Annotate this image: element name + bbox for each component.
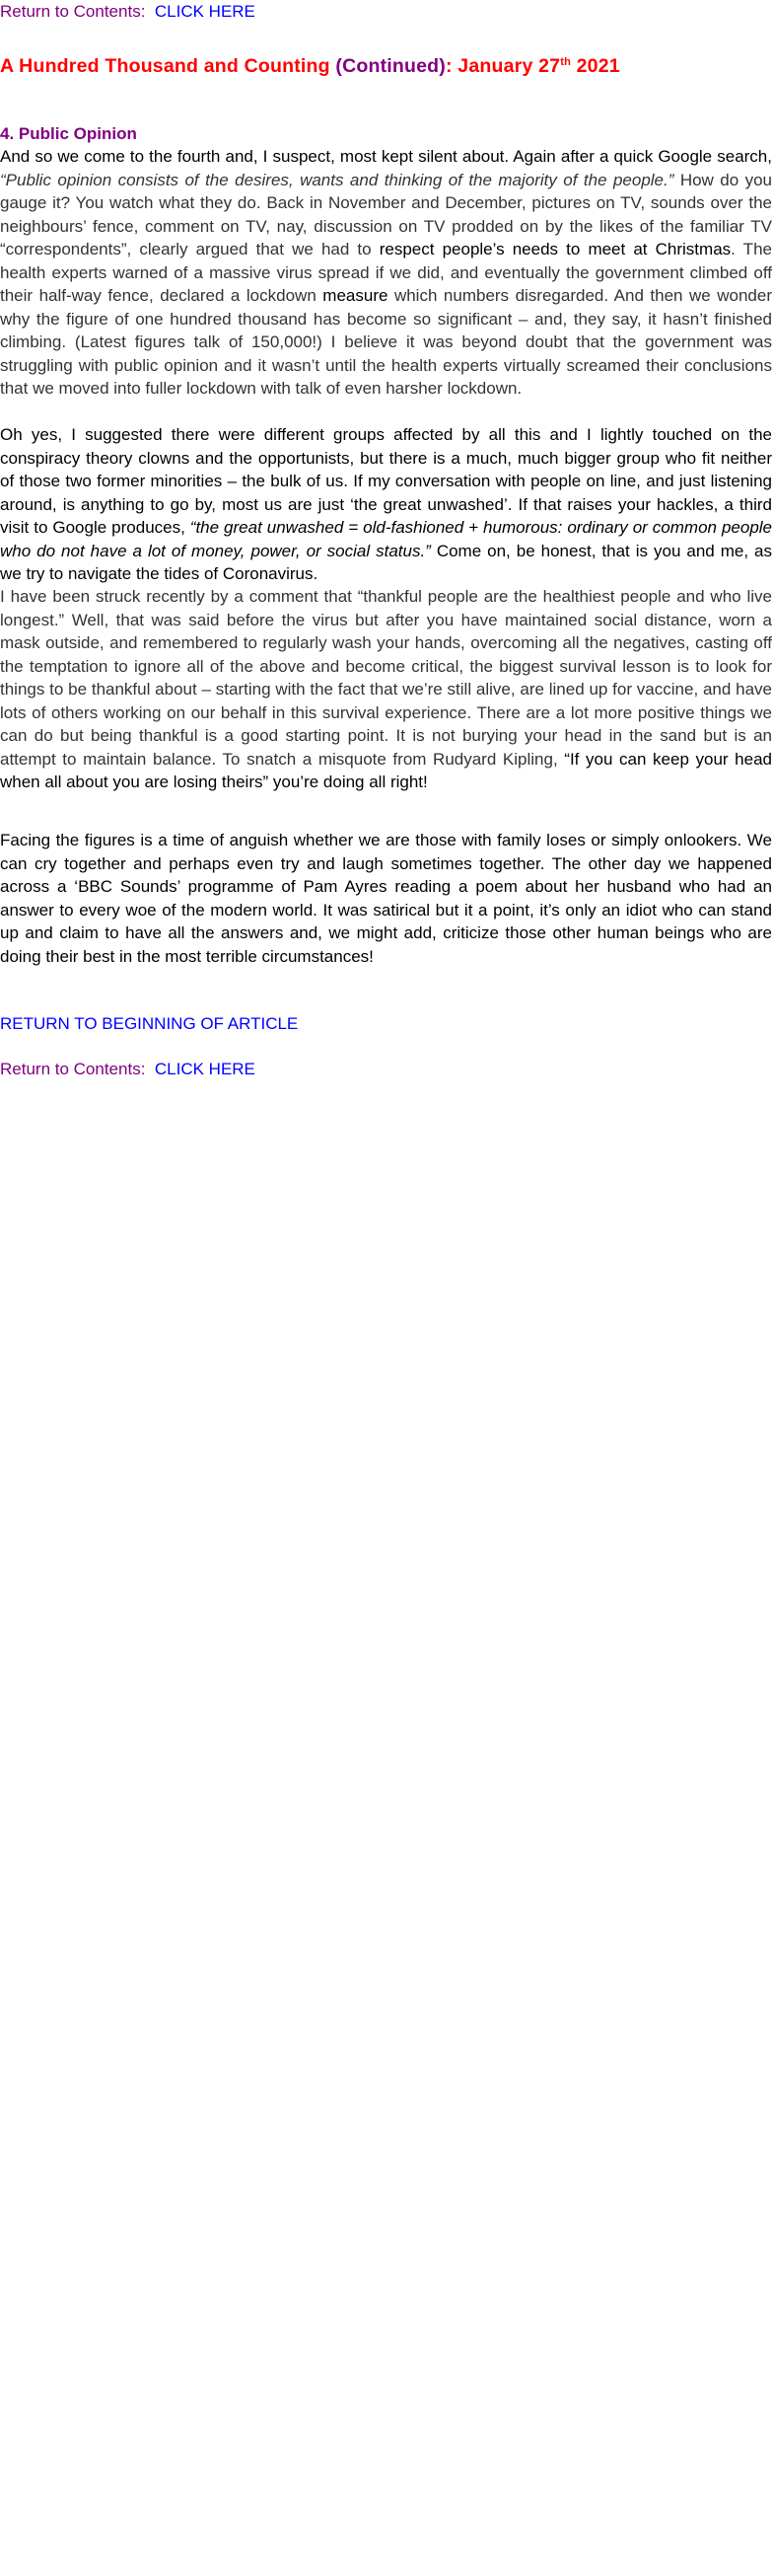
p2-text-b: Come on, be honest, that is you and me, … [0, 541, 772, 584]
p1-text-a: And so we come to the fourth and, I susp… [0, 147, 772, 166]
return-to-contents-label: Return to Contents: [0, 2, 146, 21]
return-to-contents-label: Return to Contents: [0, 1060, 146, 1078]
click-here-link[interactable]: CLICK HERE [154, 1060, 255, 1078]
p3-text-a: I have been struck recently by a comment… [0, 587, 772, 769]
title-continued: (Continued) [335, 55, 446, 77]
section-heading: 4. Public Opinion [0, 124, 137, 143]
p2-text-a: Oh yes, I suggested there were different… [0, 425, 772, 537]
p1-quote: “Public opinion consists of the desires,… [0, 170, 674, 189]
return-to-contents-top: Return to Contents: CLICK HERE [0, 0, 255, 24]
p1-text-c: respect people’s needs to meet at Christ… [379, 240, 732, 258]
return-to-beginning-link[interactable]: RETURN TO BEGINNING OF ARTICLE [0, 1014, 299, 1033]
return-to-contents-bottom: Return to Contents: CLICK HERE [0, 1058, 255, 1081]
p1-text-d: . The health experts warned of a massive… [0, 240, 772, 305]
paragraph-1: And so we come to the fourth and, I susp… [0, 145, 772, 401]
paragraph-3: I have been struck recently by a comment… [0, 585, 772, 794]
paragraph-4: Facing the figures is a time of anguish … [0, 831, 772, 966]
article-title: A Hundred Thousand and Counting (Continu… [0, 52, 620, 80]
title-year: 2021 [571, 55, 620, 77]
paragraph-2: Oh yes, I suggested there were different… [0, 423, 772, 586]
p2-quote: “the great unwashed = old-fashioned + hu… [0, 518, 773, 560]
title-date-suffix: th [560, 56, 571, 68]
title-date: : January 27 [445, 55, 561, 77]
p1-text-e: measure [322, 286, 388, 305]
p1-text-b: How do you gauge it? You watch what they… [0, 170, 773, 259]
title-main: A Hundred Thousand and Counting [0, 55, 336, 77]
p1-text-f: which numbers disregarded. And then we w… [0, 286, 773, 398]
click-here-link[interactable]: CLICK HERE [154, 2, 255, 21]
p3-text-b: “If you can keep your head when all abou… [0, 749, 772, 792]
